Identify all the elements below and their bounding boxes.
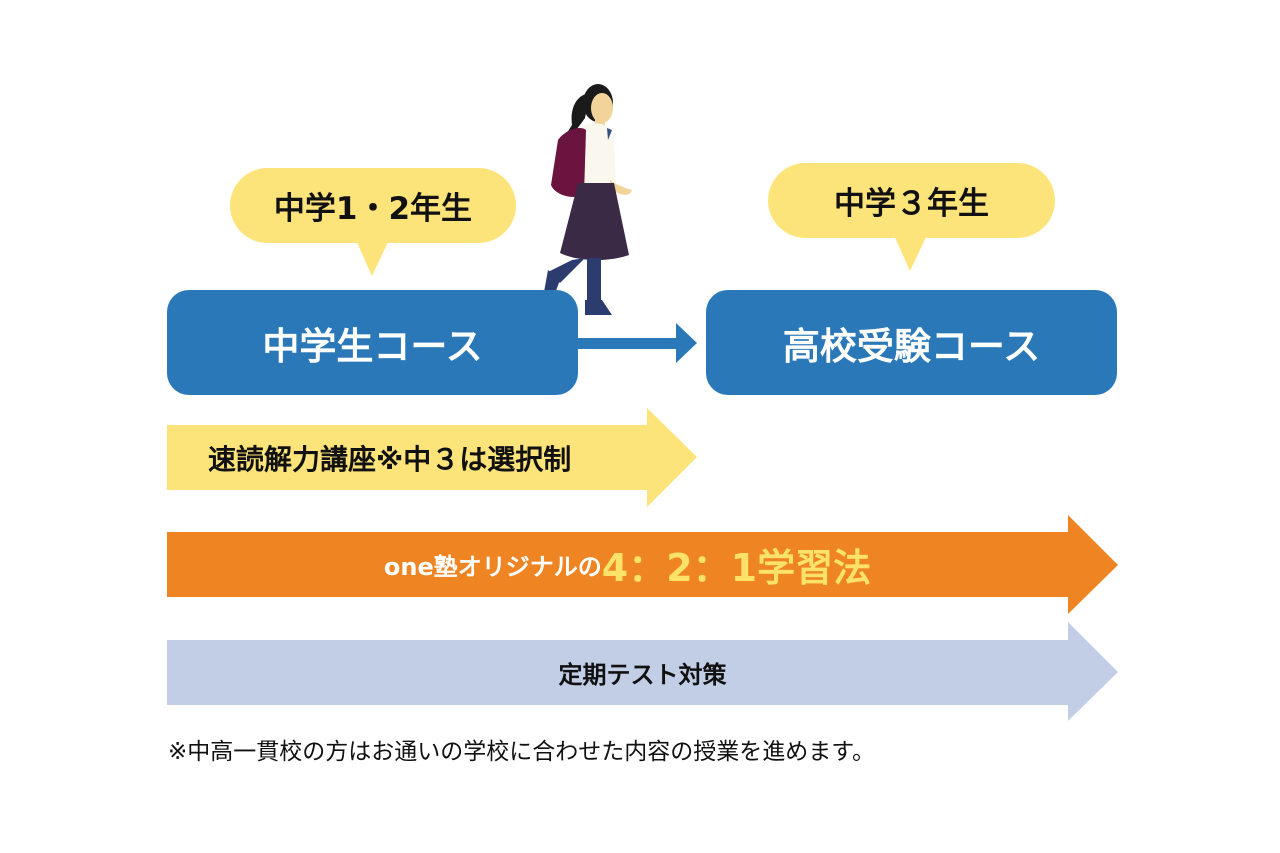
grade-bubble-junior: 中学1・2年生 [230,168,516,243]
junior-course-box: 中学生コース [167,290,578,395]
study-method-prefix: one塾オリジナルの [383,553,602,581]
footnote: ※中高一貫校の方はお通いの学校に合わせた内容の授業を進めます。 [168,739,875,765]
grade-bubble-senior: 中学３年生 [768,163,1055,238]
test-prep-label: 定期テスト対策 [167,640,1068,705]
speed-reading-arrow [167,408,697,507]
course-transition-arrow [578,323,697,363]
exam-course-box: 高校受験コース [706,290,1117,395]
grade-label-junior: 中学1・2年生 [273,191,473,227]
bubble-tail-right [893,233,928,271]
student-girl-illustration [542,84,632,315]
study-method-arrow [167,515,1118,614]
test-prep-arrow [167,622,1118,721]
bubble-tail-left [355,238,390,276]
junior-course-label: 中学生コース [262,324,483,368]
study-method-label: one塾オリジナルの 4：2：1学習法 [167,532,1068,597]
study-method-highlight: 4：2：1学習法 [601,546,872,590]
speed-reading-text: 速読解力講座※中３は選択制 [208,442,572,476]
speed-reading-label: 速読解力講座※中３は選択制 [208,425,571,490]
exam-course-label: 高校受験コース [782,324,1041,368]
test-prep-text: 定期テスト対策 [558,661,727,689]
grade-label-senior: 中学３年生 [834,186,989,222]
